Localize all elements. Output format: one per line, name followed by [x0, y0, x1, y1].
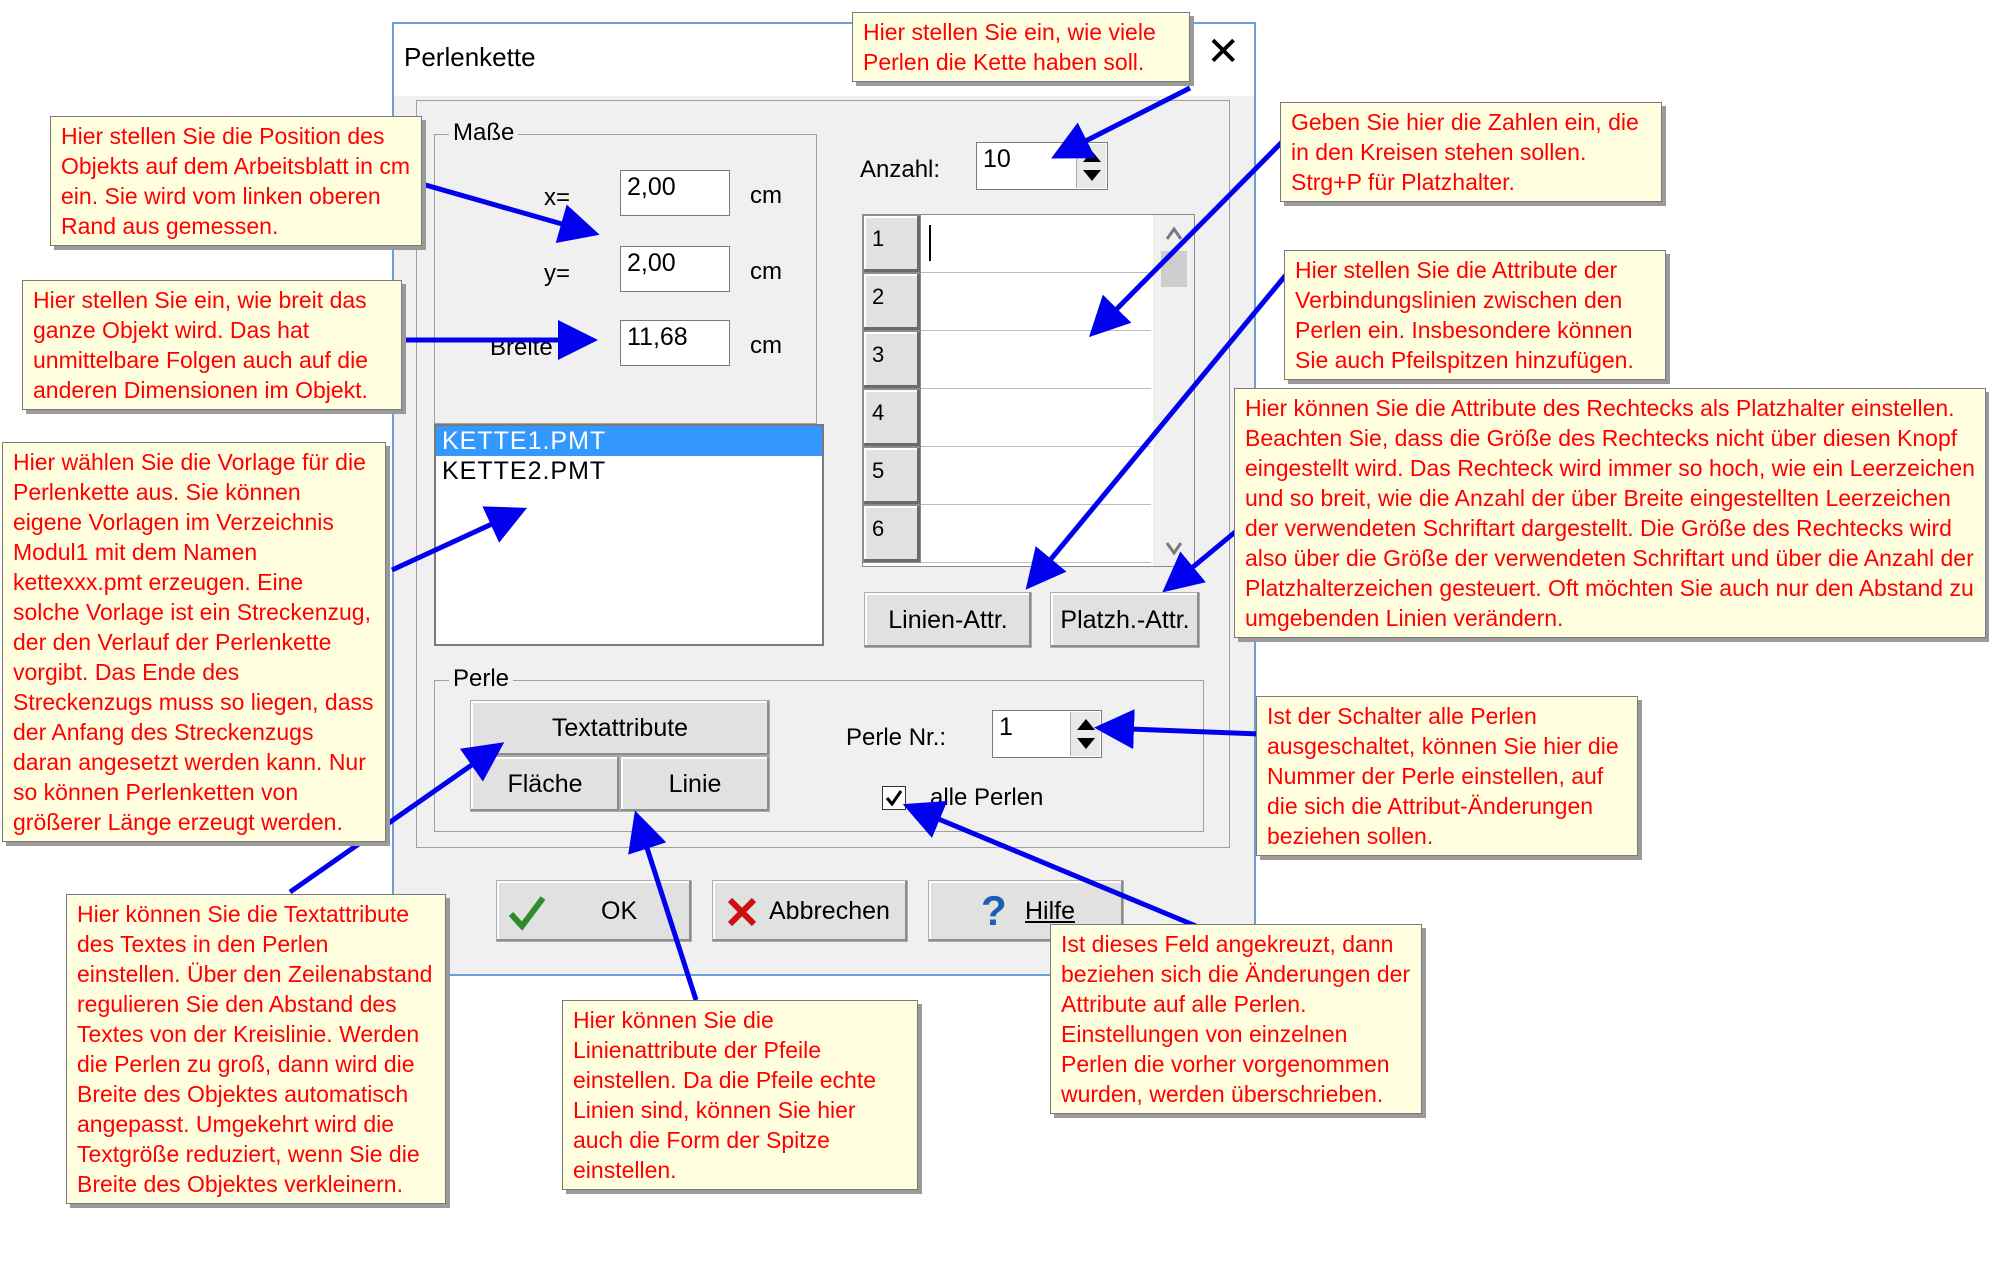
list-item[interactable]: KETTE1.PMT: [436, 426, 822, 456]
dialog-title: Perlenkette: [404, 42, 536, 72]
x-input[interactable]: 2,00: [620, 170, 730, 216]
note-textattr: Hier können Sie die Textattribute des Te…: [66, 894, 446, 1204]
note-breite: Hier stellen Sie ein, wie breit das ganz…: [22, 280, 402, 410]
hilfe-label: Hilfe: [1025, 897, 1076, 925]
alle-perlen-checkbox[interactable]: [882, 786, 906, 810]
abbrechen-label: Abbrechen: [769, 897, 890, 925]
row-header: 4: [863, 389, 921, 447]
perlenkette-dialog: Perlenkette ✕ Maße x= 2,00 cm y= 2,00 cm…: [392, 22, 1256, 976]
text-cursor: [929, 225, 931, 261]
grid-cell[interactable]: [921, 331, 1151, 389]
note-vorlage: Hier wählen Sie die Vorlage für die Perl…: [2, 442, 386, 842]
arrow-linie: [628, 810, 699, 1001]
arrow-zahlen: [1088, 138, 1286, 338]
grid-cell[interactable]: [921, 447, 1151, 505]
perle-group: Perle: [434, 665, 1204, 832]
note-alle: Ist dieses Feld angekreuzt, dann beziehe…: [1050, 924, 1422, 1114]
arrow-alle: [902, 801, 1197, 929]
row-header: 2: [863, 273, 921, 331]
note-platzh: Hier können Sie die Attribute des Rechte…: [1234, 388, 1986, 638]
row-header: 6: [863, 505, 921, 563]
arrow-linien: [1025, 268, 1292, 590]
row-header: 3: [863, 331, 921, 389]
y-unit: cm: [750, 258, 782, 285]
platzh-attr-button[interactable]: Platzh.-Attr.: [1050, 592, 1200, 648]
perle-label: Perle: [449, 665, 514, 693]
breite-input[interactable]: 11,68: [620, 320, 730, 366]
numbers-grid[interactable]: 1 2 3 4 5 6: [862, 214, 1195, 567]
masse-label: Maße: [449, 119, 519, 147]
help-question-icon: ?: [981, 887, 1007, 934]
note-position: Hier stellen Sie die Position des Objekt…: [50, 116, 422, 246]
arrow-anzahl: [1051, 85, 1192, 159]
note-linien: Hier stellen Sie die Attribute der Verbi…: [1284, 250, 1666, 380]
arrow-textattr: [288, 742, 505, 895]
ok-label: OK: [601, 897, 638, 925]
masse-group: Maße: [434, 119, 817, 424]
note-linie: Hier können Sie die Linienattribute der …: [562, 1000, 918, 1190]
alle-perlen-label: alle Perlen: [930, 784, 1044, 811]
arrow-position: [421, 181, 600, 243]
abbrechen-button[interactable]: Abbrechen: [712, 880, 908, 942]
arrow-vorlage: [390, 506, 528, 573]
grid-cell[interactable]: [921, 215, 1151, 273]
close-icon[interactable]: ✕: [1206, 30, 1240, 74]
row-header: 5: [863, 447, 921, 505]
checkmark-icon: [508, 896, 546, 931]
arrow-platzh: [1162, 526, 1242, 593]
grid-cell[interactable]: [921, 389, 1151, 447]
x-unit: cm: [750, 182, 782, 209]
note-perle-nr: Ist der Schalter alle Perlen ausgeschalt…: [1256, 696, 1638, 856]
list-item[interactable]: KETTE2.PMT: [442, 457, 607, 485]
note-zahlen: Geben Sie hier die Zahlen ein, die in de…: [1280, 102, 1662, 202]
breite-unit: cm: [750, 332, 782, 359]
perle-nr-label: Perle Nr.:: [846, 724, 947, 751]
linie-button[interactable]: Linie: [620, 756, 770, 812]
arrow-perle-nr: [1094, 709, 1261, 750]
row-header: 1: [863, 215, 921, 273]
y-label: y=: [544, 260, 571, 287]
linien-attr-button[interactable]: Linien-Attr.: [864, 592, 1032, 648]
content-frame: [416, 100, 1230, 848]
flaeche-button[interactable]: Fläche: [470, 756, 620, 812]
checkmark-icon: [885, 790, 903, 807]
textattribute-button[interactable]: Textattribute: [470, 700, 770, 756]
y-input[interactable]: 2,00: [620, 246, 730, 292]
cancel-x-icon: [727, 897, 757, 927]
spin-arrows-icon: [1077, 719, 1095, 749]
note-anzahl: Hier stellen Sie ein, wie viele Perlen d…: [852, 12, 1190, 82]
anzahl-label: Anzahl:: [860, 156, 941, 183]
hilfe-button[interactable]: ? Hilfe: [928, 880, 1124, 942]
template-list[interactable]: KETTE1.PMT KETTE2.PMT: [434, 424, 824, 646]
